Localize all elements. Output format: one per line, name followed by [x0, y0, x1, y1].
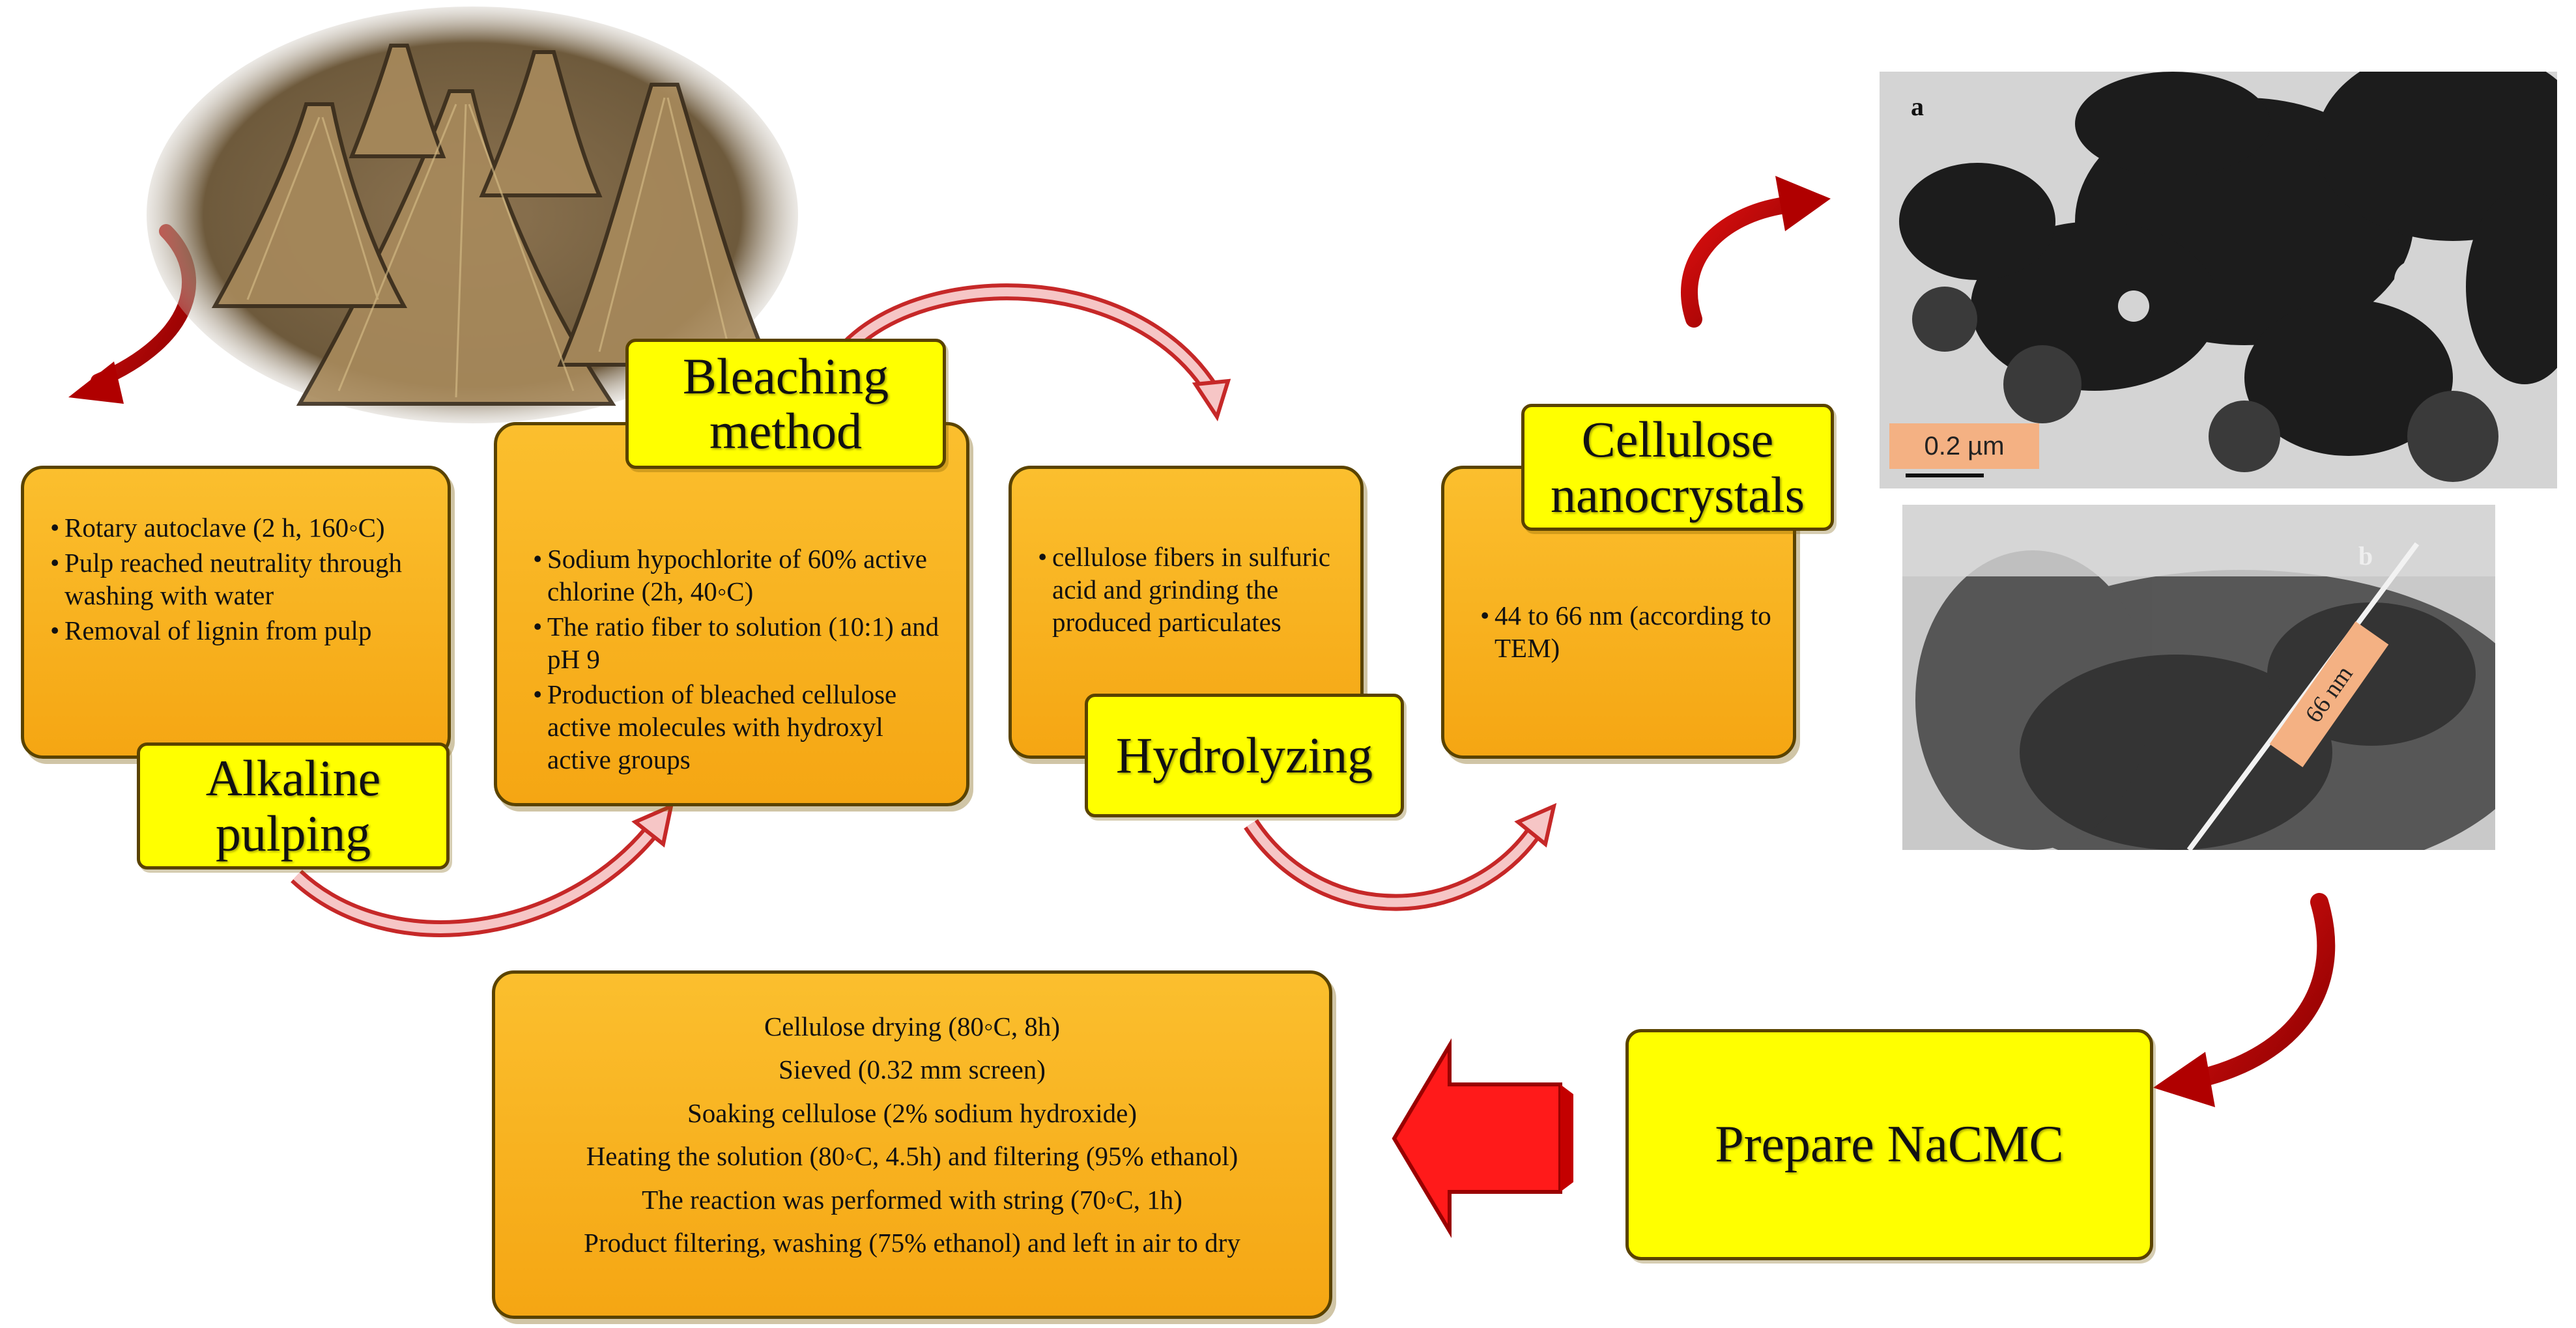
cellulose-nanocrystals-label: Cellulose nanocrystals: [1521, 404, 1834, 531]
bleaching-method-label-text: Bleaching method: [682, 347, 889, 459]
scale-bar-label: 0.2 µm: [1889, 423, 2039, 469]
bleaching-method-bullets: Sodium hypochlorite of 60% active chlori…: [533, 543, 947, 776]
bullet-item: Sodium hypochlorite of 60% active chlori…: [533, 543, 947, 608]
procedure-steps-box: Cellulose drying (80◦C, 8h) Sieved (0.32…: [492, 970, 1332, 1319]
prepare-nacmc-label-text: Prepare NaCMC: [1715, 1116, 2064, 1174]
tem-micrograph-a: a 0.2 µm: [1880, 72, 2557, 488]
procedure-step: Cellulose drying (80◦C, 8h): [764, 1011, 1061, 1041]
alkaline-pulping-label-text: Alkaline pulping: [205, 750, 381, 862]
bleaching-method-label: Bleaching method: [625, 339, 946, 469]
bullet-item: cellulose fibers in sulfuric acid and gr…: [1038, 541, 1341, 638]
micrograph-panel-letter-a: a: [1911, 92, 1924, 121]
bleaching-method-box: Sodium hypochlorite of 60% active chlori…: [494, 422, 969, 806]
alkaline-pulping-bullets: Rotary autoclave (2 h, 160◦C) Pulp reach…: [50, 511, 429, 647]
alkaline-pulping-box: Rotary autoclave (2 h, 160◦C) Pulp reach…: [21, 466, 451, 759]
rice-straw-photo: [143, 0, 801, 443]
arc-arrow-alkaline-to-bleaching: [291, 802, 674, 937]
procedure-step: Sieved (0.32 mm screen): [779, 1054, 1046, 1085]
bullet-item: Production of bleached cellulose active …: [533, 678, 947, 776]
arc-arrow-bleaching-to-hydrolyzing: [840, 283, 1231, 421]
cellulose-nanocrystals-label-text: Cellulose nanocrystals: [1551, 411, 1805, 523]
bullet-item: The ratio fiber to solution (10:1) and p…: [533, 610, 947, 675]
alkaline-pulping-label: Alkaline pulping: [137, 742, 450, 869]
bullet-item: Rotary autoclave (2 h, 160◦C): [50, 511, 429, 544]
red-curved-arrow-to-nacmc: [2153, 893, 2336, 1107]
arc-arrow-hydrolyzing-to-nanocrystals: [1244, 802, 1557, 911]
hydrolyzing-bullets: cellulose fibers in sulfuric acid and gr…: [1038, 541, 1341, 638]
procedure-step: Soaking cellulose (2% sodium hydroxide): [687, 1097, 1138, 1128]
procedure-step: Heating the solution (80◦C, 4.5h) and fi…: [586, 1141, 1238, 1172]
micrograph-panel-letter-b: b: [2358, 541, 2373, 571]
cellulose-nanocrystals-bullets: 44 to 66 nm (according to TEM): [1480, 599, 1773, 664]
bullet-item: Removal of lignin from pulp: [50, 614, 429, 647]
procedure-step: Product filtering, washing (75% ethanol)…: [584, 1228, 1240, 1258]
hydrolyzing-label-text: Hydrolyzing: [1115, 726, 1373, 784]
procedure-steps-list: Cellulose drying (80◦C, 8h) Sieved (0.32…: [508, 1005, 1316, 1264]
bullet-item: 44 to 66 nm (according to TEM): [1480, 599, 1773, 664]
red-curved-arrow-to-micrograph: [1681, 176, 1831, 328]
block-arrow-left: [1392, 1038, 1573, 1238]
procedure-step: The reaction was performed with string (…: [642, 1184, 1182, 1215]
prepare-nacmc-label: Prepare NaCMC: [1625, 1029, 2153, 1260]
bullet-item: Pulp reached neutrality through washing …: [50, 546, 429, 612]
hydrolyzing-label: Hydrolyzing: [1085, 694, 1404, 817]
tem-micrograph-b: b 66 nm: [1902, 505, 2495, 850]
